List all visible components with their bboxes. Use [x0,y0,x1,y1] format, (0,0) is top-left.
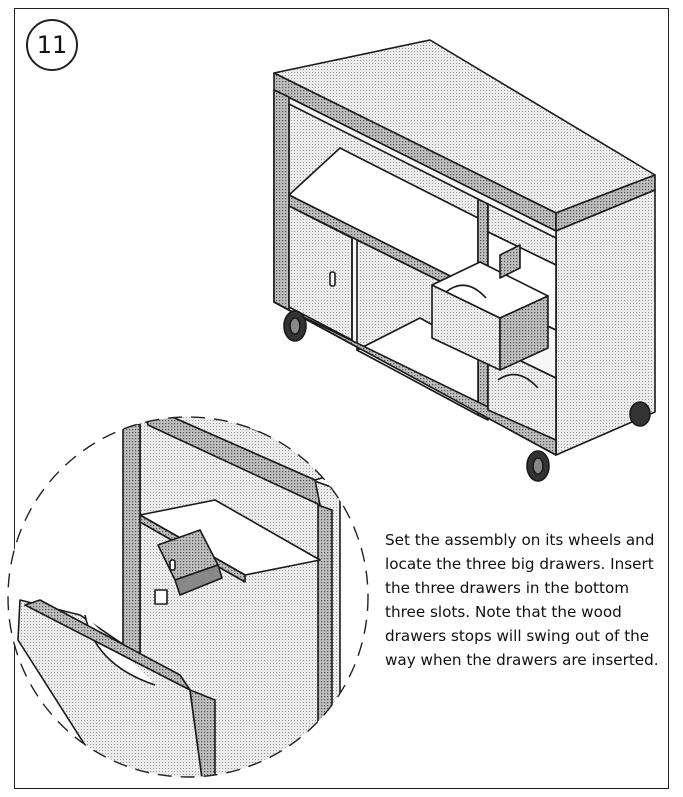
instruction-text: Set the assembly on its wheels and locat… [385,531,659,669]
step-number-badge: 11 [26,19,78,71]
cabinet-drawing [273,39,656,482]
detail-closeup [7,416,369,778]
step-number: 11 [36,31,68,59]
